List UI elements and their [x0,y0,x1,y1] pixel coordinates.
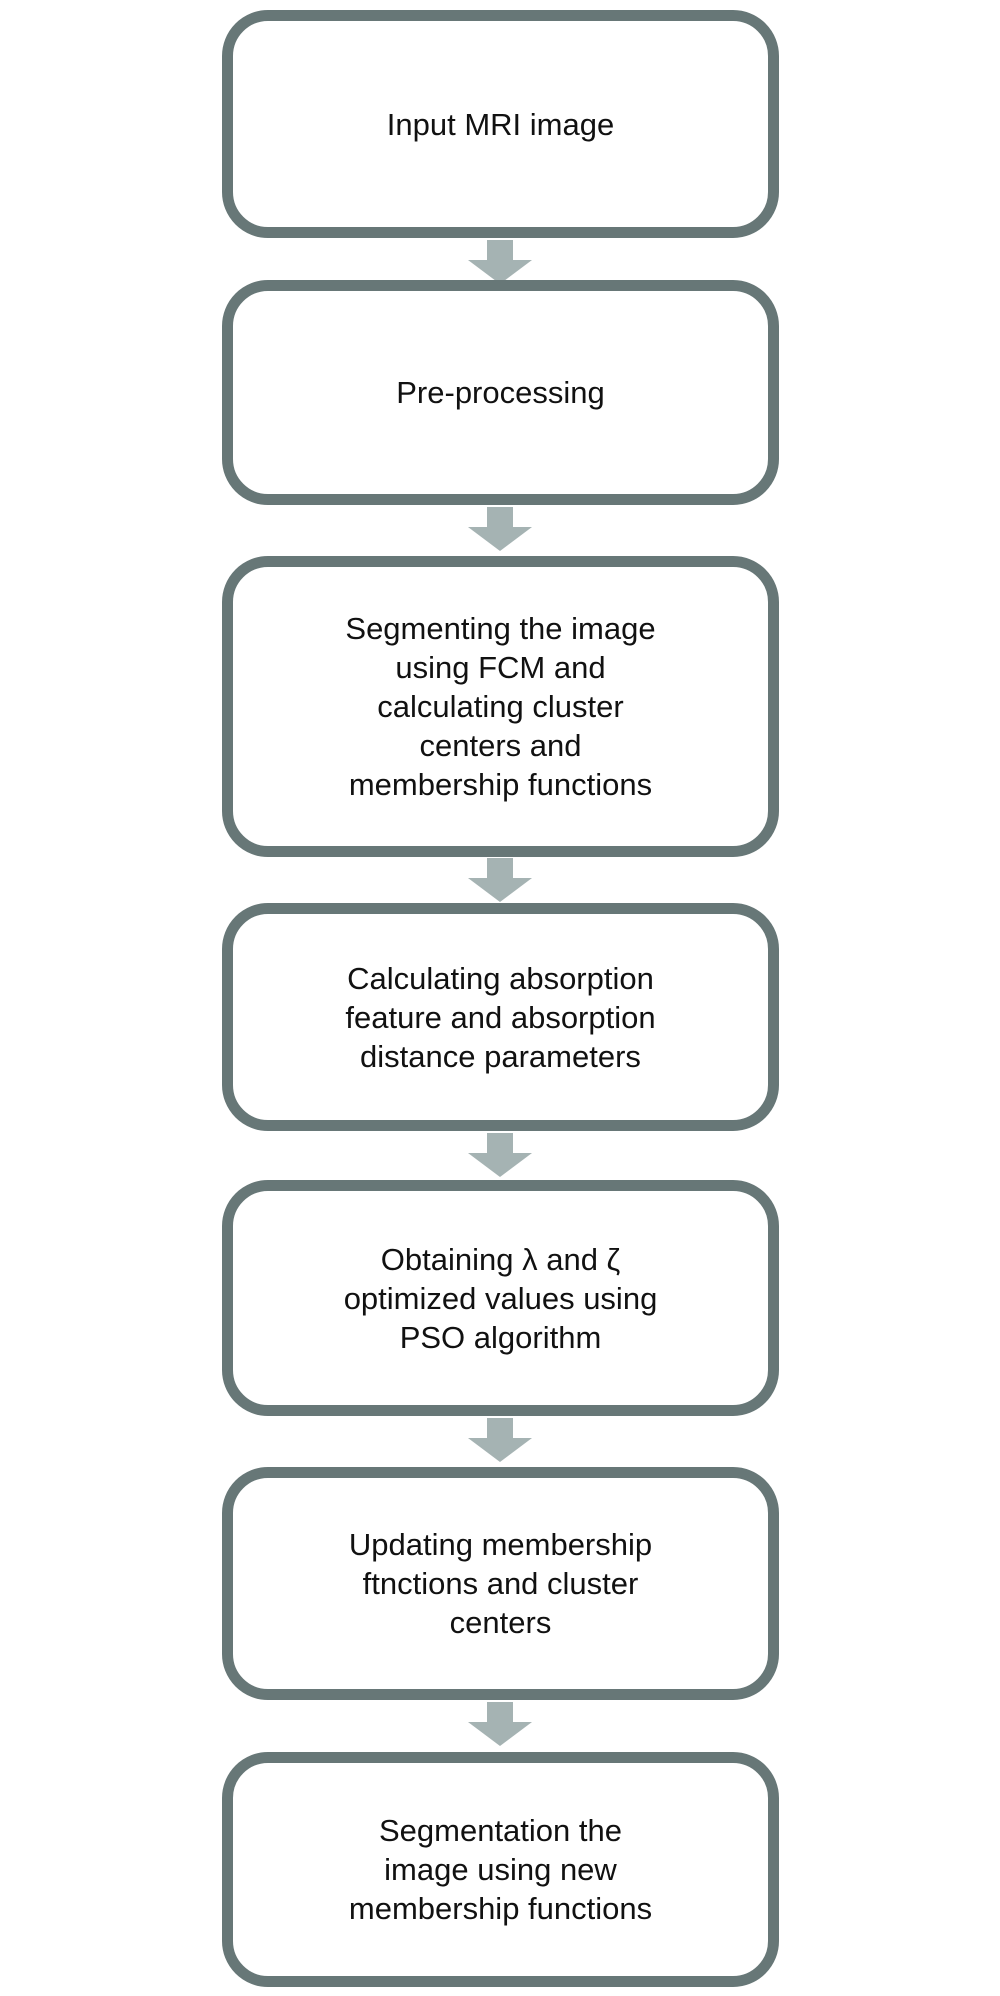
step-final-segmentation-label: Segmentation the image using new members… [348,1813,653,1926]
arrow-down-icon [468,1133,532,1177]
step-update-box: Updating membership ftnctions and cluste… [222,1467,779,1700]
step-preprocessing-box: Pre-processing [222,280,779,505]
arrow-down-icon [468,240,532,284]
step-absorption-box: Calculating absorption feature and absor… [222,903,779,1131]
step-pso-label: Obtaining λ and ζ optimized values using… [343,1241,658,1355]
arrow-down-icon [468,1418,532,1462]
step-fcm-segmentation-label: Segmenting the image using FCM and calcu… [345,611,656,802]
step-fcm-segmentation-box: Segmenting the image using FCM and calcu… [222,556,779,857]
arrow-down-icon [468,858,532,902]
arrow-down-icon [468,507,532,551]
arrow-down-icon [468,1702,532,1746]
step-preprocessing-label: Pre-processing [396,375,605,410]
step-pso-box: Obtaining λ and ζ optimized values using… [222,1180,779,1416]
step-update-label: Updating membership ftnctions and cluste… [348,1527,653,1640]
step-final-segmentation-box: Segmentation the image using new members… [222,1752,779,1987]
step-input-label: Input MRI image [386,106,615,142]
step-absorption-label: Calculating absorption feature and absor… [345,960,656,1074]
step-input-box: Input MRI image [222,10,779,238]
